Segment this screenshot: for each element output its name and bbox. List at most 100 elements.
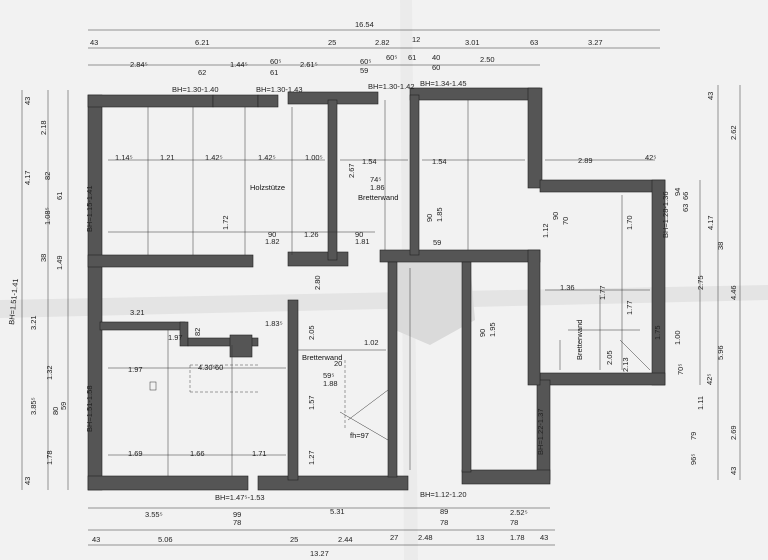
- dim-right: 43: [706, 92, 715, 100]
- dim-bottom-row1b: 78: [233, 518, 241, 527]
- dim-right: 5.96: [716, 345, 725, 360]
- dim-top-row2c: 60: [432, 63, 440, 72]
- dim-room-mid: 59: [433, 238, 441, 247]
- dim-right: 96⁵: [689, 454, 698, 465]
- dim-top-row2b: 61: [408, 53, 416, 62]
- wall-int-h4b: [179, 321, 189, 347]
- dim-room-upper: 1.54: [432, 157, 447, 166]
- dim-left-brh: BH=1.51-1.58: [85, 386, 94, 433]
- dim-room-lower: 4.30⁵: [198, 363, 216, 372]
- dim-left: 61: [55, 192, 64, 200]
- dim-bottom-row2: 5.06: [158, 535, 173, 544]
- dim-room-lower-v: 82: [193, 328, 202, 336]
- dim-top-brh: BH=1.30-1.43: [256, 85, 303, 94]
- dim-bottom-row2: 13: [476, 533, 484, 542]
- dim-room-misc: 2.80: [313, 275, 322, 290]
- dim-top-row1: 6.21: [195, 38, 210, 47]
- wall-north-4: [409, 87, 541, 101]
- chimney: [229, 334, 253, 358]
- dim-room-upper: 1.42⁵: [258, 153, 276, 162]
- dim-left: 3.21: [29, 315, 38, 330]
- wall-int-h1: [87, 254, 254, 268]
- dim-left: 2.18: [39, 120, 48, 135]
- dim-left: 3.85⁵: [29, 397, 38, 415]
- dim-top-row1: 43: [90, 38, 98, 47]
- dim-top-row1: 63: [530, 38, 538, 47]
- dim-bottom-row1b: 78: [440, 518, 448, 527]
- dim-left: 1.32: [45, 365, 54, 380]
- wall-north-1: [87, 94, 214, 108]
- dim-right: 2.69: [729, 425, 738, 440]
- dim-right: 1.00: [673, 330, 682, 345]
- dim-top-row2: 1.44⁵: [230, 60, 248, 69]
- dim-room-lower: 3.21: [130, 308, 145, 317]
- dim-left: 1.49: [55, 255, 64, 270]
- dim-right: 1.11: [696, 396, 705, 410]
- wall-annex-south: [539, 372, 666, 386]
- dim-room-upper: 1.54: [362, 157, 377, 166]
- dim-top-row1: 12: [412, 35, 420, 44]
- wall-int-v3: [287, 299, 299, 481]
- dim-top-brh: BH=1.30-1.40: [172, 85, 219, 94]
- dim-top-row1: 2.82: [375, 38, 390, 47]
- dim-room-upper-v: 2.67: [347, 163, 356, 178]
- dim-room-mid: 1.85: [435, 207, 444, 222]
- label-bretterwand-upper: Bretterwand: [358, 193, 398, 202]
- dim-room-lower: 1.97: [128, 365, 143, 374]
- dim-right: 94: [673, 188, 682, 196]
- dim-left: 80: [51, 407, 60, 415]
- wall-int-v4: [387, 261, 398, 478]
- dim-left: 38: [39, 254, 48, 262]
- dim-room-lower: 1.36: [560, 283, 575, 292]
- dim-room-upper: 1.14⁵: [115, 153, 133, 162]
- dim-left: 1.78: [45, 450, 54, 465]
- wall-int-h4c: [187, 337, 259, 347]
- dim-bottom-row1b: 78: [510, 518, 518, 527]
- dim-left-brh: BH=1.15-1.41: [85, 186, 94, 233]
- dim-bottom-row2: 2.44: [338, 535, 353, 544]
- dim-right: 43: [729, 467, 738, 475]
- dim-top-row2: 2.84⁵: [130, 60, 148, 69]
- interior-lines: [108, 100, 655, 476]
- dim-room-misc: 20: [334, 359, 342, 368]
- dim-room-misc: 1.97: [168, 333, 183, 342]
- dim-bottom-total: 13.27: [310, 549, 329, 558]
- dim-bottom-row2: 2.48: [418, 533, 433, 542]
- wall-int-v6: [527, 249, 541, 386]
- dim-room-upper-v: 1.70: [625, 215, 634, 230]
- dim-left-brh: BH=1.51-1.41: [7, 278, 20, 325]
- wall-int-h4: [99, 321, 186, 331]
- dim-bottom-row2: 27: [390, 533, 398, 542]
- dim-top-row2: 2.50: [480, 55, 495, 64]
- dim-room-upper: 1.00⁵: [305, 153, 323, 162]
- dim-bottom-row1: 2.52⁵: [510, 508, 528, 517]
- label-bretterwand-lower: Bretterwand: [302, 353, 342, 362]
- dim-room-mid: 1.86: [370, 183, 385, 192]
- label-fh: fh=97: [350, 431, 369, 440]
- wall-north-window: [212, 94, 259, 108]
- dim-room-lower-v: 2.05: [307, 325, 316, 340]
- dim-bottom-row1: 89: [440, 507, 448, 516]
- dim-room-lower-v: 1.88: [323, 379, 338, 388]
- dim-room-mid: 74⁵: [370, 175, 381, 184]
- exterior-walls: [87, 87, 666, 491]
- dim-top-row2b: 60⁵: [270, 57, 281, 66]
- dim-room-lower-v: 2.05: [605, 350, 614, 365]
- dim-room-lower-v: 1.57: [307, 395, 316, 410]
- dim-room-mid: 1.82: [265, 237, 280, 246]
- wall-north-2: [257, 94, 279, 108]
- dim-bottom-brh: BH=1.12-1.20: [420, 490, 467, 499]
- dim-room-upper-v: 1.77: [625, 300, 634, 315]
- dimension-lines: [21, 29, 741, 546]
- dim-bottom-row1: 99: [233, 510, 241, 519]
- dim-room-upper: 1.42⁵: [205, 153, 223, 162]
- dim-top-row2: 2.61⁵: [300, 60, 318, 69]
- dim-bottom-row2: 25: [290, 535, 298, 544]
- dim-room-lower-v: 2.13: [621, 357, 630, 372]
- dim-top-row1: 25: [328, 38, 336, 47]
- dim-bottom-row2: 43: [540, 533, 548, 542]
